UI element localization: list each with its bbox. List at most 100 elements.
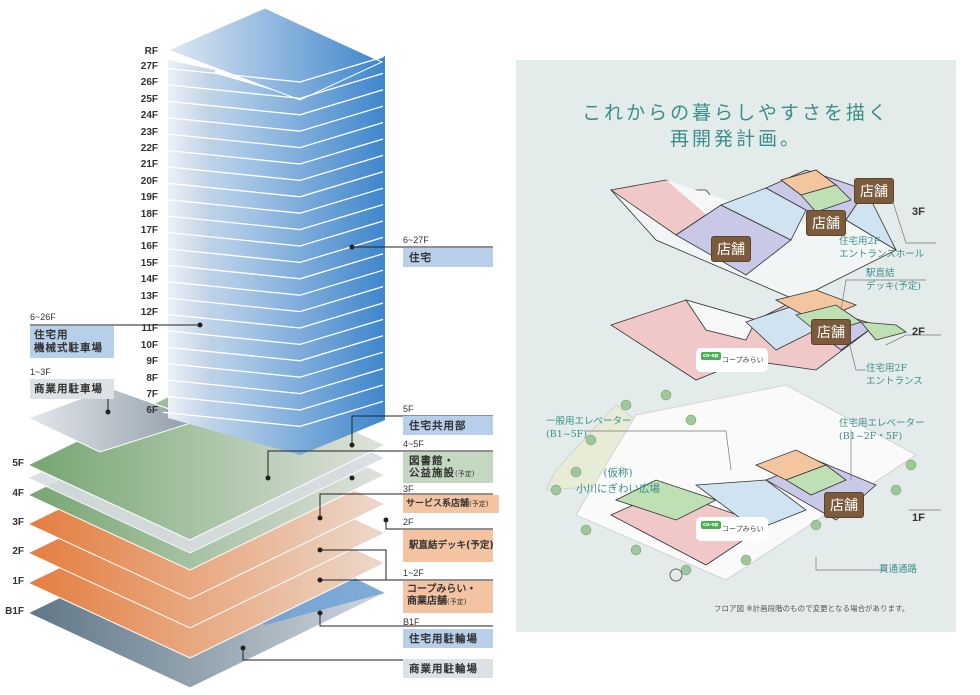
floor-line: [162, 351, 384, 378]
shop-label: 店舗: [811, 319, 851, 345]
annotation-text: 住宅用2F: [866, 363, 908, 374]
floor-line: [162, 400, 384, 428]
annotation-station-deck: 駅直結デッキ(予定): [866, 267, 921, 293]
tower: [162, 7, 385, 455]
coop-logo-mark: co-op: [701, 352, 721, 360]
compass-icon: [669, 568, 683, 582]
annotation-text: エントランスホール: [839, 249, 925, 260]
callout-range: 6~27F: [403, 235, 429, 245]
callout-coop: コープみらい・商業店舗(予定): [403, 581, 493, 613]
floor-label: 24F: [140, 110, 158, 122]
callout-note: (予定): [447, 598, 467, 606]
annotation-lines: [586, 179, 941, 571]
floor-line: [162, 285, 384, 313]
floor-plan-panel: これからの暮らしやすさを描く 再開発計画。 店舗 店舗 店舗 店舗 店舗 3F …: [516, 60, 956, 632]
annotation-text: (仮称): [603, 467, 633, 479]
callout-station-deck: 駅直結デッキ(予定): [403, 530, 494, 562]
callout-residential: 住宅: [403, 248, 493, 267]
callout-label: 住宅用: [34, 329, 69, 341]
callout-range: 4~5F: [403, 439, 424, 449]
floor-label: 27F: [140, 61, 158, 72]
panel-title-line2: 再開発計画。: [669, 128, 802, 150]
callout-range: 2F: [403, 517, 414, 527]
callout-label: 公益施設: [409, 467, 455, 479]
panel-title-line1: これからの暮らしやすさを描く: [582, 102, 890, 124]
trees: [550, 389, 917, 576]
leader-dots: [105, 244, 389, 651]
floor-label-3f: 3F: [912, 206, 925, 218]
callout-commercial-bicycle: 商業用駐輪場: [403, 659, 493, 678]
floor-label: 17F: [140, 225, 158, 236]
shop-label: 店舗: [711, 236, 751, 262]
shop-label: 店舗: [824, 492, 864, 518]
callout-range: B1F: [403, 617, 420, 627]
annotation-text: 住宅用2F: [839, 236, 881, 247]
callout-label: サービス系店舗: [406, 499, 470, 509]
floor-label: 10F: [140, 339, 158, 351]
annotation-general-elevator: 一般用エレベーター (B1~5F): [546, 415, 632, 441]
floor-label: 22F: [140, 143, 158, 154]
annotation-text: 小川にぎわい広場: [576, 483, 660, 495]
floor-line: [162, 236, 384, 264]
floor-label: 14F: [140, 274, 158, 286]
floor-line: [162, 367, 384, 395]
callout-residential-bicycle: 住宅用駐輪場: [403, 629, 493, 648]
callout-label: 商業店舗: [407, 596, 447, 607]
floor-line: [162, 105, 384, 132]
floor-label: 19F: [140, 192, 158, 204]
floor-label: 26F: [140, 77, 158, 89]
callout-range: 1~2F: [403, 568, 424, 578]
podium-floor-label: 5F: [12, 458, 24, 469]
podium-floor-label: B1F: [5, 606, 24, 617]
annotation-text: エントランス: [866, 376, 923, 387]
annotation-text: (B1~5F): [546, 429, 588, 440]
callout-library: 図書館・公益施設(予定): [403, 452, 493, 483]
floor-label: 21F: [140, 159, 158, 171]
callout-note: (予定): [455, 470, 475, 478]
floor-label: 15F: [140, 257, 158, 269]
floor-label: 23F: [140, 126, 158, 138]
roof: [166, 7, 384, 101]
floor-label: RF: [144, 46, 158, 57]
floor-line: [162, 203, 384, 231]
callout-range: 3F: [403, 484, 414, 494]
callout-note: (予定): [469, 500, 489, 508]
floor-label: 8F: [146, 372, 158, 384]
shop-label: 店舗: [806, 210, 846, 236]
callout-range: 1~3F: [30, 367, 51, 377]
floor-label: 13F: [140, 290, 158, 302]
podium-floor-label: 4F: [12, 488, 24, 499]
podium-floor-label: 1F: [12, 576, 24, 587]
annotation-text: (B1~2F・5F): [839, 431, 903, 442]
callout-label: コープみらい・: [407, 584, 477, 595]
annotation-plaza: (仮称) 小川にぎわい広場: [576, 465, 660, 497]
floor-line: [162, 302, 384, 329]
annotation-entrance: 住宅用2F エントランス: [866, 362, 923, 388]
annotation-text: 住宅用エレベーター: [839, 418, 925, 429]
annotation-entrance-hall: 住宅用2F エントランスホール: [839, 235, 924, 261]
floor-label: 6F: [146, 405, 158, 417]
callout-range: 5F: [403, 404, 414, 414]
callout-commercial-parking: 商業用駐車場: [30, 379, 114, 399]
floor-line: [162, 138, 384, 165]
floor-line: [162, 72, 384, 100]
floor-label-1f: 1F: [912, 512, 925, 524]
callout-range: 6~26F: [30, 312, 56, 322]
annotation-text: 一般用エレベーター: [546, 416, 632, 427]
callout-residential-common: 住宅共用部: [403, 416, 493, 435]
floor-label: 20F: [140, 175, 158, 187]
floor-label: 25F: [140, 93, 158, 105]
floor-label: 12F: [140, 307, 158, 318]
floor-label: 18F: [140, 208, 158, 220]
floor-line: [162, 121, 384, 149]
floor-line: [162, 269, 384, 296]
coop-logo-mark: co-op: [701, 521, 721, 529]
annotation-residential-elevator: 住宅用エレベーター (B1~2F・5F): [839, 417, 925, 443]
floor-line: [162, 384, 384, 411]
coop-name: コープみらい: [722, 356, 764, 364]
annotation-text: デッキ(予定): [866, 281, 921, 292]
floor-line: [162, 318, 384, 346]
floor-label: 16F: [140, 241, 158, 253]
